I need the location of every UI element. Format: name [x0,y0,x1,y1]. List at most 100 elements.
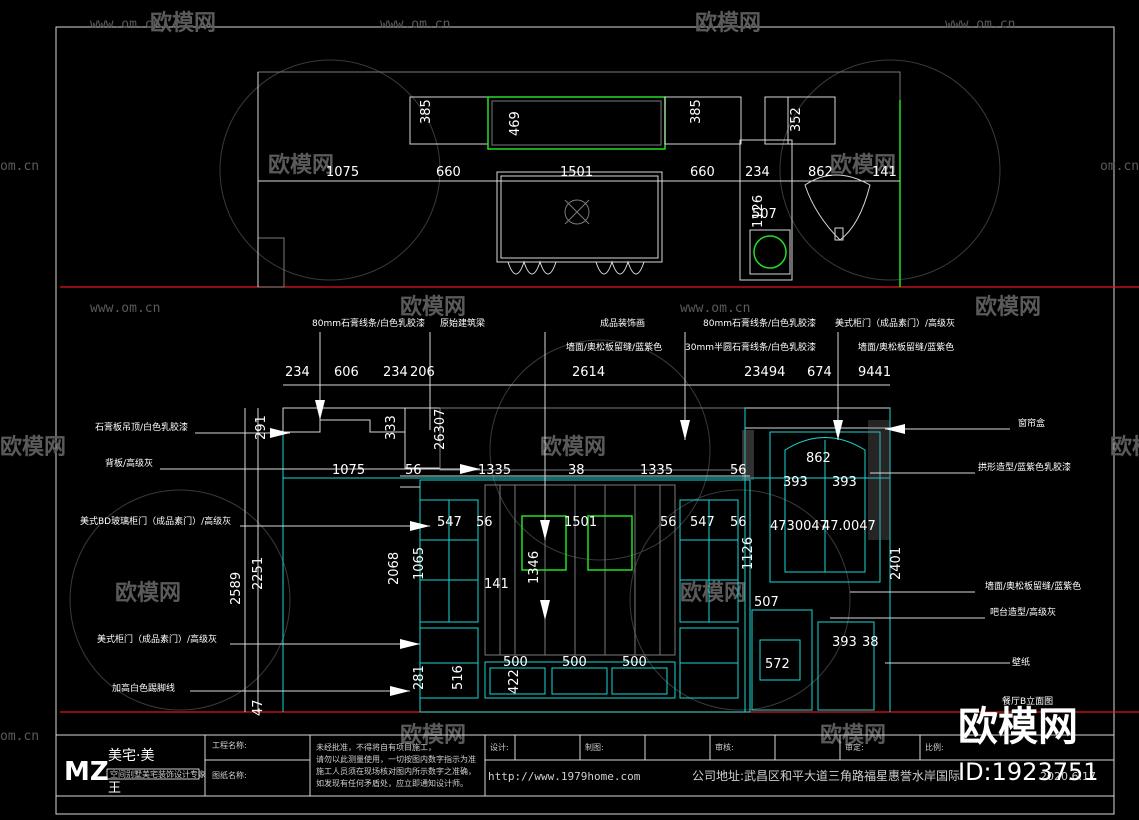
label-right-3: 墙面/奥松板留缝/蓝紫色 [985,580,1081,592]
watermark-brand: 欧模网 [268,152,334,178]
label-left-5: 加高白色踢脚线 [112,682,175,694]
elev-dim-333: 333 [384,415,399,440]
label-top-7: 30mm半圆石膏线条/白色乳胶漆 [685,341,816,353]
watermark-brand: 欧模网 [695,10,761,36]
drawer-row [484,661,676,699]
note-line-4: 如发现有任何矛盾处，应立即通知设计师。 [316,778,468,788]
label-right-4: 吧台造型/高级灰 [990,606,1056,618]
elev-dim-56d: 56 [660,515,677,530]
dim-234: 234 [745,165,770,180]
watermark-url: www.om.cn [380,17,450,32]
label-left-4: 美式柜门（成品素门）/高级灰 [97,633,217,645]
elev-dim-2251: 2251 [251,557,266,590]
big-watermark: 欧模网 ID:1923751 [958,704,1099,786]
elev-dim-1126: 1126 [741,537,756,570]
plan-armchair [804,174,871,241]
elev-dim-56e: 56 [730,515,747,530]
watermark-url: www.om.cn [945,17,1015,32]
label-top-3: 成品装饰画 [600,317,645,329]
dim-141: 141 [872,165,897,180]
elev-top-dim-4: 206 [410,365,435,380]
elev-dim-56c: 56 [476,515,493,530]
label-left-1: 石膏板吊顶/白色乳胶漆 [95,421,188,433]
elev-dim-2589: 2589 [229,572,244,605]
dim-385-right: 385 [689,99,704,124]
elevation-title: 餐厅B立面图 [1002,695,1053,707]
scale-label: 比例: [925,742,944,752]
plan-bar [739,139,793,281]
elev-dim-281: 281 [412,665,427,690]
draw-label: 制图: [585,742,604,752]
dim-1501: 1501 [560,165,593,180]
elev-dim-500c: 500 [622,655,647,670]
watermark-circle [629,489,851,711]
elev-dim-500b: 500 [562,655,587,670]
plan-stool [753,235,787,269]
decorative-painting-right [587,515,633,571]
watermark-layer: www.om.cn 欧模网 www.om.cn 欧模网 www.om.cn om… [0,10,1139,748]
logo-subtitle: 空间别墅美宅装饰设计专家 [110,769,206,779]
watermark-url: www.om.cn [90,17,160,32]
elev-dim-500a: 500 [503,655,528,670]
leader-arrows [270,400,905,696]
arch-frame [769,431,881,583]
dim-352: 352 [789,107,804,132]
elev-dim-38: 38 [568,463,585,478]
annotation-labels: 80mm石膏线条/白色乳胶漆 原始建筑梁 成品装饰画 80mm石膏线条/白色乳胶… [80,317,1081,707]
plan-view: 385 469 385 352 1075 660 1501 660 234 86… [60,71,1139,288]
dim-469: 469 [508,111,523,136]
lower-cabinet-right-bottom [679,662,739,699]
elev-dim-4730047b: 47.0047 [822,519,876,534]
elev-top-dim-3: 234 [383,365,408,380]
bar-cabinet [817,621,875,711]
elev-dim-38b: 38 [862,635,879,650]
big-watermark-brand: 欧模网 [958,704,1078,750]
watermark-1: www.om.cn [90,17,160,32]
elev-dim-393c: 393 [832,635,857,650]
label-right-1: 窗帘盒 [1018,417,1045,429]
plan-dining-table [496,171,663,263]
lower-cabinet-left-bottom [419,662,479,699]
elev-dim-862: 862 [806,451,831,466]
decorative-painting-left [521,515,567,571]
label-top-5: 美式柜门（成品素门）/高级灰 [835,317,955,329]
elev-dim-47: 47 [251,699,266,716]
drawing-date: 2020.6.17 [1040,770,1096,783]
watermark-circle [779,59,1001,281]
lower-cabinet-right-top [679,627,739,664]
watermark-brand: 欧模网 [540,434,606,460]
elev-dim-547b: 547 [690,515,715,530]
elev-dim-393b: 393 [832,475,857,490]
elev-dim-1075: 1075 [332,463,365,478]
note-line-3: 施工人员须在现场核对图内所示数字之准确， [316,766,476,776]
watermark-brand: 欧模网 [975,294,1041,320]
drawing-frame [55,26,1115,815]
bar-counter [751,609,813,711]
watermark-brand: 欧模网 [0,434,66,460]
dim-862: 862 [808,165,833,180]
center-back-panel [484,484,676,656]
watermark-brand: 欧模网 [830,152,896,178]
plan-centerpiece [564,199,590,225]
logo-name-2: 王 [108,781,121,796]
label-left-2: 背板/高级灰 [105,457,153,469]
elev-dim-516: 516 [451,665,466,690]
engineering-name-label: 工程名称: [212,740,247,750]
elev-dim-507: 507 [754,595,779,610]
label-top-4: 80mm石膏线条/白色乳胶漆 [703,317,816,329]
elev-top-dim-2: 606 [334,365,359,380]
design-label: 设计: [490,742,509,752]
elev-dim-56a: 56 [405,463,422,478]
watermark-brand: 欧模网 [150,10,216,36]
elev-dim-2068: 2068 [387,552,402,585]
dim-1126: 1126 [751,195,766,228]
watermark-brand: 欧模网 [115,580,181,606]
elev-top-dim-8: 9441 [858,365,891,380]
elev-dim-572: 572 [765,657,790,672]
elev-dim-56b: 56 [730,463,747,478]
watermark-brand: 欧模网 [400,294,466,320]
watermark-2: 欧模网 [150,10,216,36]
elev-top-dim-6: 23494 [744,365,785,380]
company-address: 公司地址:武昌区和平大道三角路福星惠誉水岸国际 [692,768,960,783]
watermark-domain: om.cn [0,729,39,744]
